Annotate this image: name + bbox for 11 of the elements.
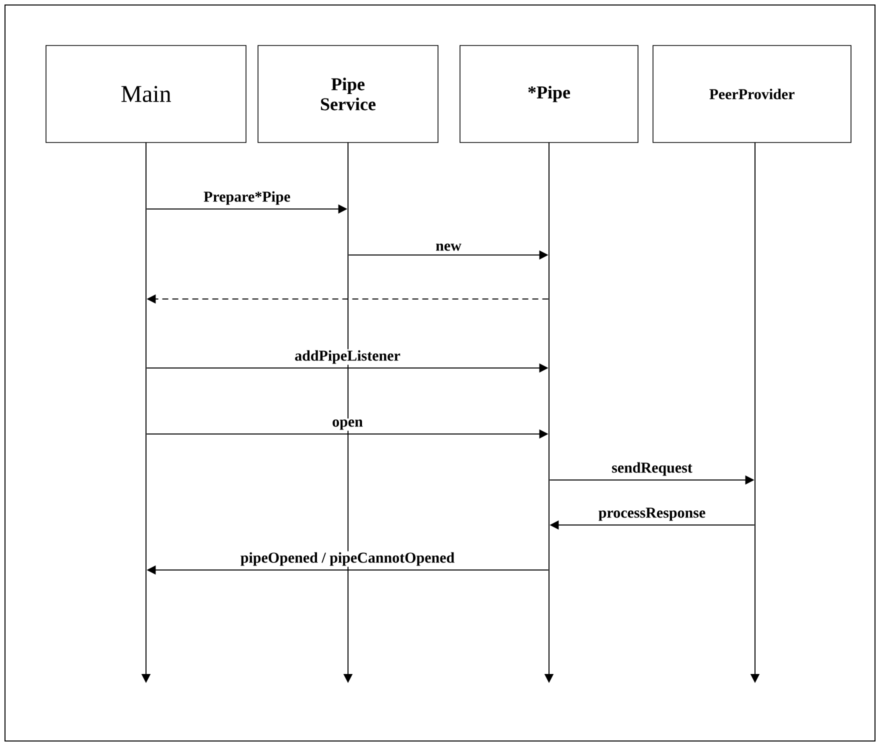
participant-box: Pipe Service bbox=[258, 45, 438, 143]
edge-label: addPipeListener bbox=[294, 349, 402, 365]
edge-label: sendRequest bbox=[610, 461, 694, 477]
edge-label: open bbox=[331, 418, 364, 431]
participant-box: *Pipe bbox=[460, 45, 638, 143]
edge-label: pipeOpened / pipeCannotOpened bbox=[239, 551, 456, 567]
edge-label: processResponse bbox=[597, 506, 707, 522]
participant-box: Main bbox=[46, 45, 246, 143]
participant-box: PeerProvider bbox=[652, 45, 852, 143]
edge-label: Prepare*Pipe bbox=[202, 190, 292, 206]
edge-label: new bbox=[434, 242, 462, 252]
